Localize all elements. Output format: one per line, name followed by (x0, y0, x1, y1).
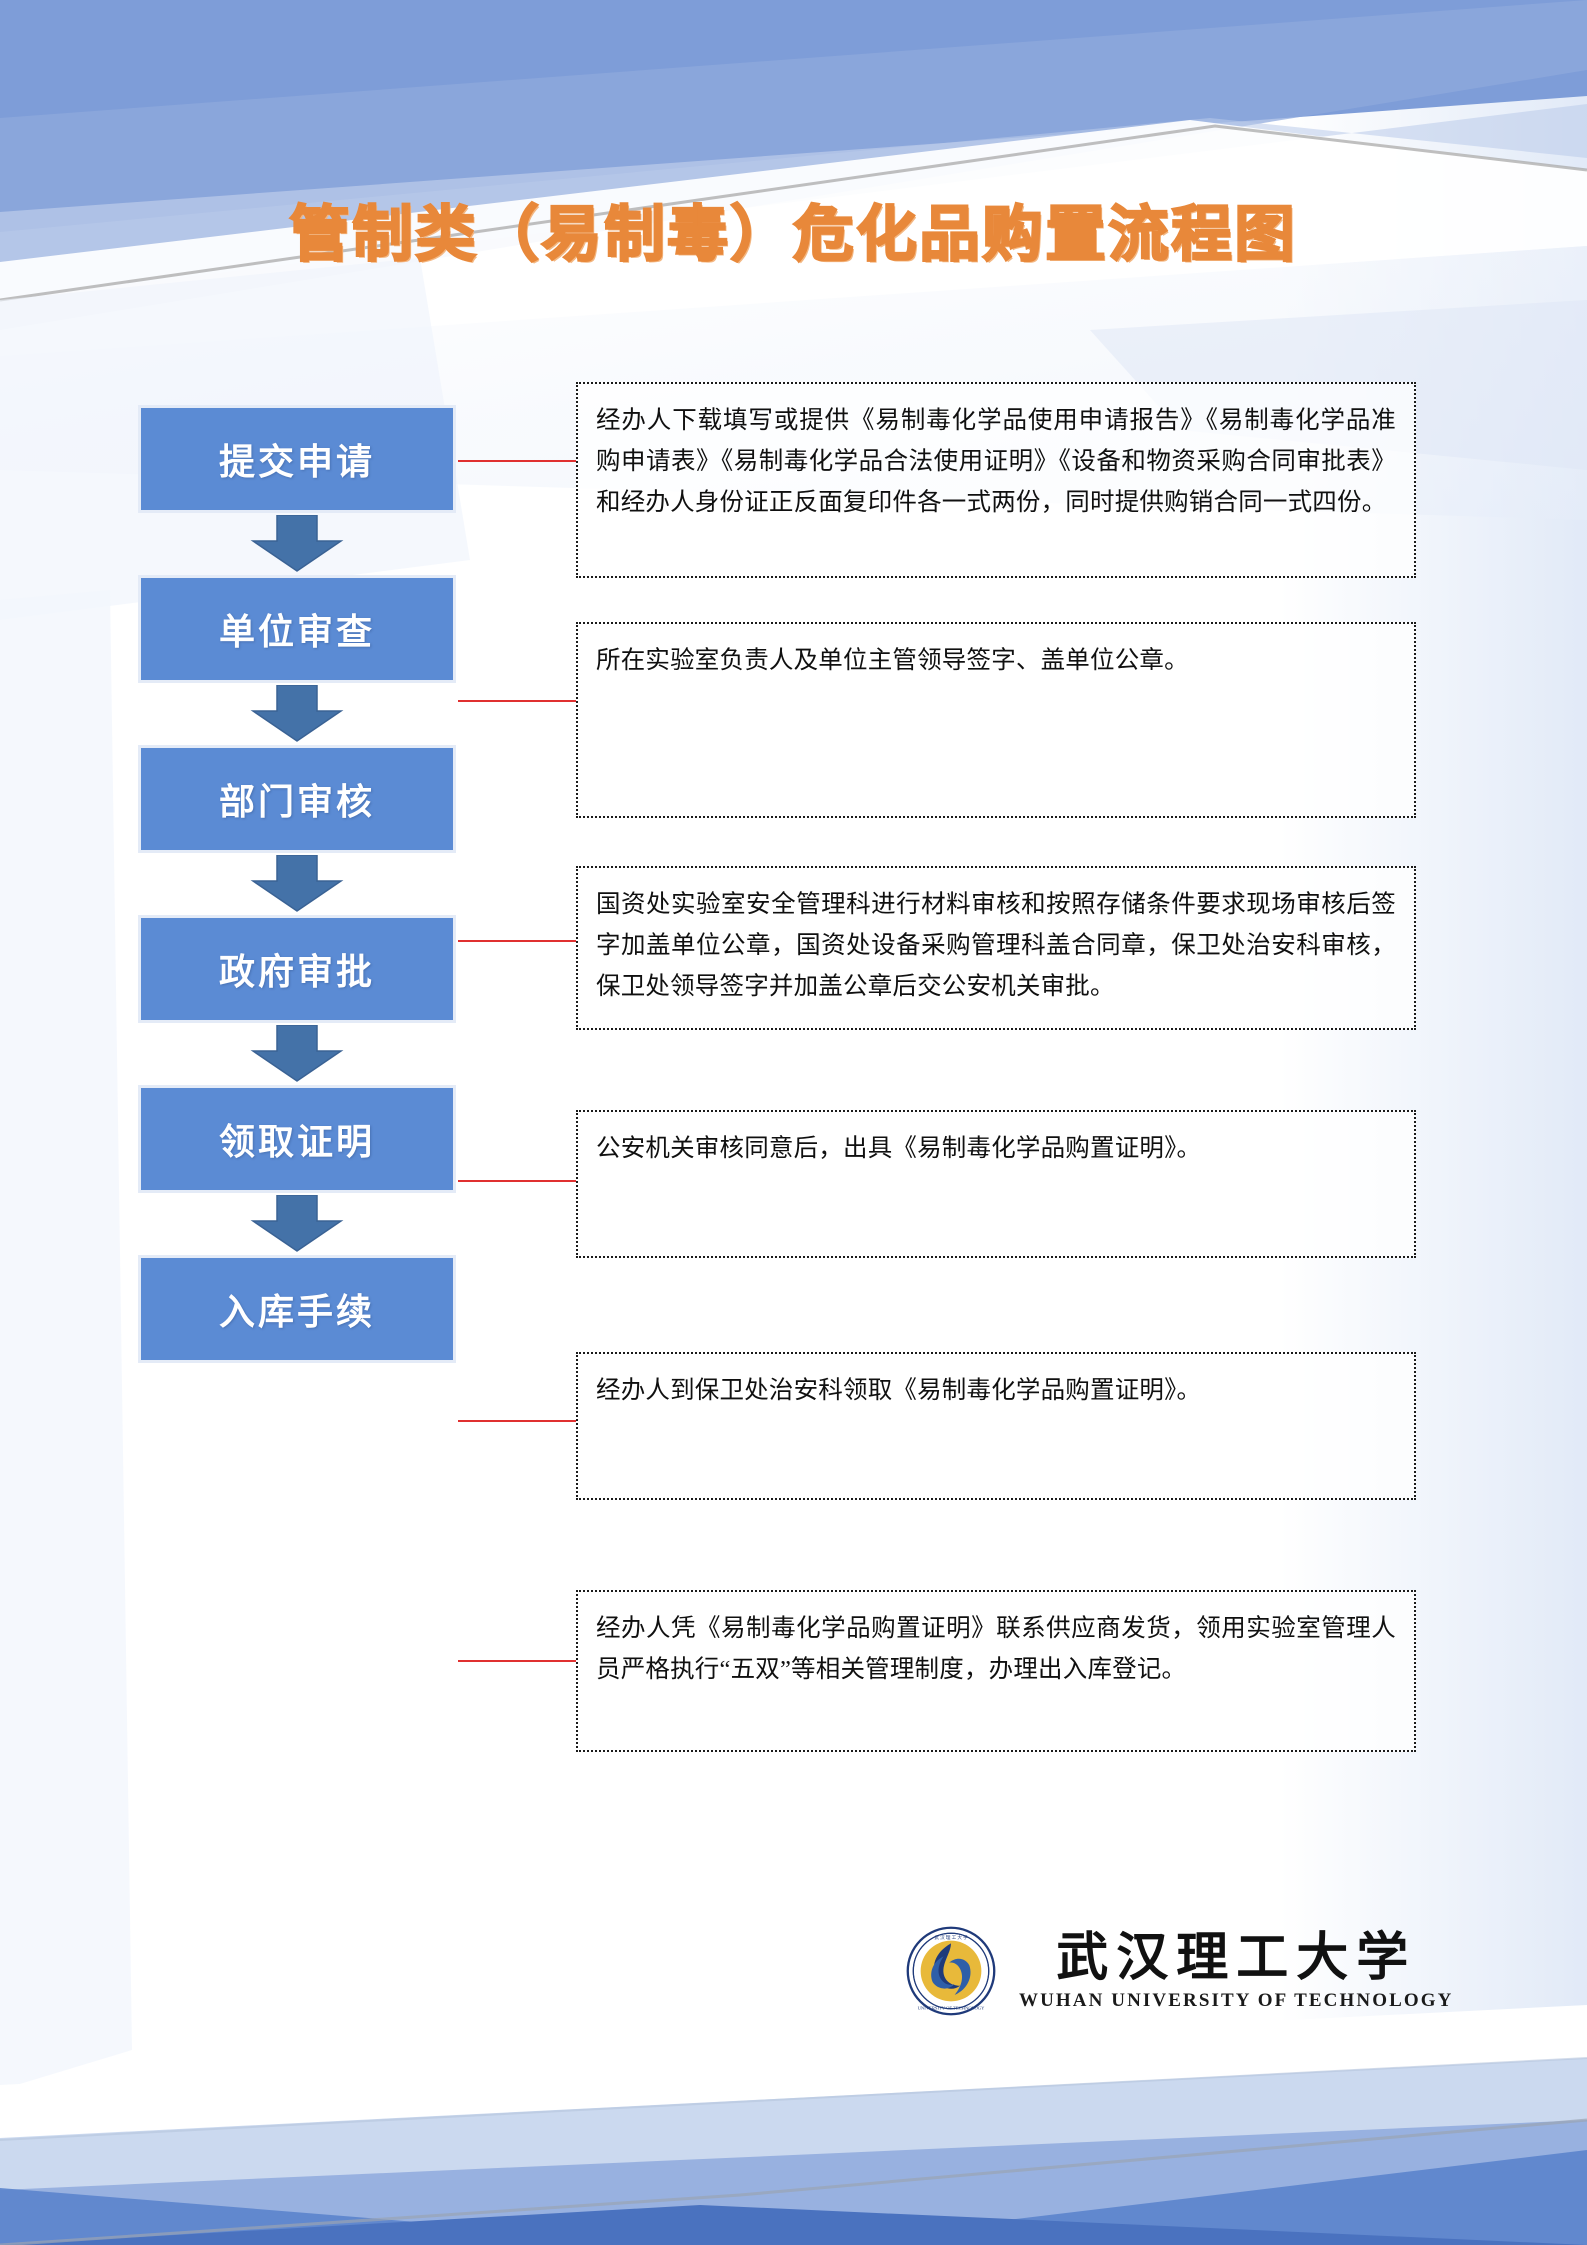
arrow-down-icon (250, 685, 344, 742)
step-label-3: 部门审核 (218, 782, 375, 823)
page-title-text: 管制类（易制毒）危化品购置流程图 (288, 199, 1298, 272)
flow-arrow-4 (138, 1023, 456, 1085)
note-box-4: 公安机关审核同意后，出具《易制毒化学品购置证明》。 (576, 1110, 1416, 1258)
note-text-3: 国资处实验室安全管理科进行材料审核和按照存储条件要求现场审核后签字加盖单位公章，… (596, 891, 1396, 1000)
arrow-down-icon (250, 1195, 344, 1252)
step-box-6[interactable]: 入库手续 (138, 1255, 456, 1363)
note-box-5: 经办人到保卫处治安科领取《易制毒化学品购置证明》。 (576, 1352, 1416, 1500)
flow-arrow-1 (138, 513, 456, 575)
step-label-6: 入库手续 (218, 1292, 375, 1333)
note-box-1: 经办人下载填写或提供《易制毒化学品使用申请报告》《易制毒化学品准购申请表》《易制… (576, 382, 1416, 578)
svg-text:武 汉 理 工 大 学: 武 汉 理 工 大 学 (934, 1934, 968, 1941)
university-logo: 武 汉 理 工 大 学 UNIVERSITY OF TECHNOLOGY 武汉理… (905, 1925, 1453, 2017)
connector-line-5 (458, 1420, 576, 1422)
university-seal-icon: 武 汉 理 工 大 学 UNIVERSITY OF TECHNOLOGY (906, 1926, 996, 2016)
flow-arrow-5 (138, 1193, 456, 1255)
note-text-2: 所在实验室负责人及单位主管领导签字、盖单位公章。 (596, 647, 1189, 674)
connector-line-1 (458, 460, 576, 462)
note-text-4: 公安机关审核同意后，出具《易制毒化学品购置证明》。 (596, 1135, 1202, 1162)
step-box-1[interactable]: 提交申请 (138, 405, 456, 513)
note-box-3: 国资处实验室安全管理科进行材料审核和按照存储条件要求现场审核后签字加盖单位公章，… (576, 866, 1416, 1030)
note-text-5: 经办人到保卫处治安科领取《易制毒化学品购置证明》。 (596, 1377, 1202, 1404)
note-text-6: 经办人凭《易制毒化学品购置证明》联系供应商发货，领用实验室管理人员严格执行“五双… (596, 1615, 1396, 1683)
svg-text:UNIVERSITY OF TECHNOLOGY: UNIVERSITY OF TECHNOLOGY (918, 2006, 986, 2011)
arrow-down-icon (250, 1025, 344, 1082)
step-label-5: 领取证明 (218, 1122, 375, 1163)
connector-line-4 (458, 1180, 576, 1182)
note-box-6: 经办人凭《易制毒化学品购置证明》联系供应商发货，领用实验室管理人员严格执行“五双… (576, 1590, 1416, 1752)
university-name-en: WUHAN UNIVERSITY OF TECHNOLOGY (1019, 1989, 1454, 2011)
note-box-2: 所在实验室负责人及单位主管领导签字、盖单位公章。 (576, 622, 1416, 818)
university-name-block: 武汉理工大学 WUHAN UNIVERSITY OF TECHNOLOGY (1019, 1930, 1453, 2011)
step-label-4: 政府审批 (218, 952, 375, 993)
step-label-2: 单位审查 (218, 612, 375, 653)
arrow-down-icon (250, 515, 344, 572)
step-label-1: 提交申请 (218, 442, 375, 483)
step-box-3[interactable]: 部门审核 (138, 745, 456, 853)
flow-arrow-2 (138, 683, 456, 745)
university-name-cn: 武汉理工大学 (1056, 1927, 1417, 1989)
page-title: 管制类（易制毒）危化品购置流程图 (0, 186, 1587, 273)
connector-line-3 (458, 940, 576, 942)
flow-arrow-3 (138, 853, 456, 915)
note-text-1: 经办人下载填写或提供《易制毒化学品使用申请报告》《易制毒化学品准购申请表》《易制… (596, 407, 1396, 516)
step-box-5[interactable]: 领取证明 (138, 1085, 456, 1193)
connector-line-6 (458, 1660, 576, 1662)
connector-line-2 (458, 700, 576, 702)
process-flow-column: 提交申请 单位审查 部门审核 政府审批 (138, 405, 468, 1363)
step-box-2[interactable]: 单位审查 (138, 575, 456, 683)
step-box-4[interactable]: 政府审批 (138, 915, 456, 1023)
arrow-down-icon (250, 855, 344, 912)
